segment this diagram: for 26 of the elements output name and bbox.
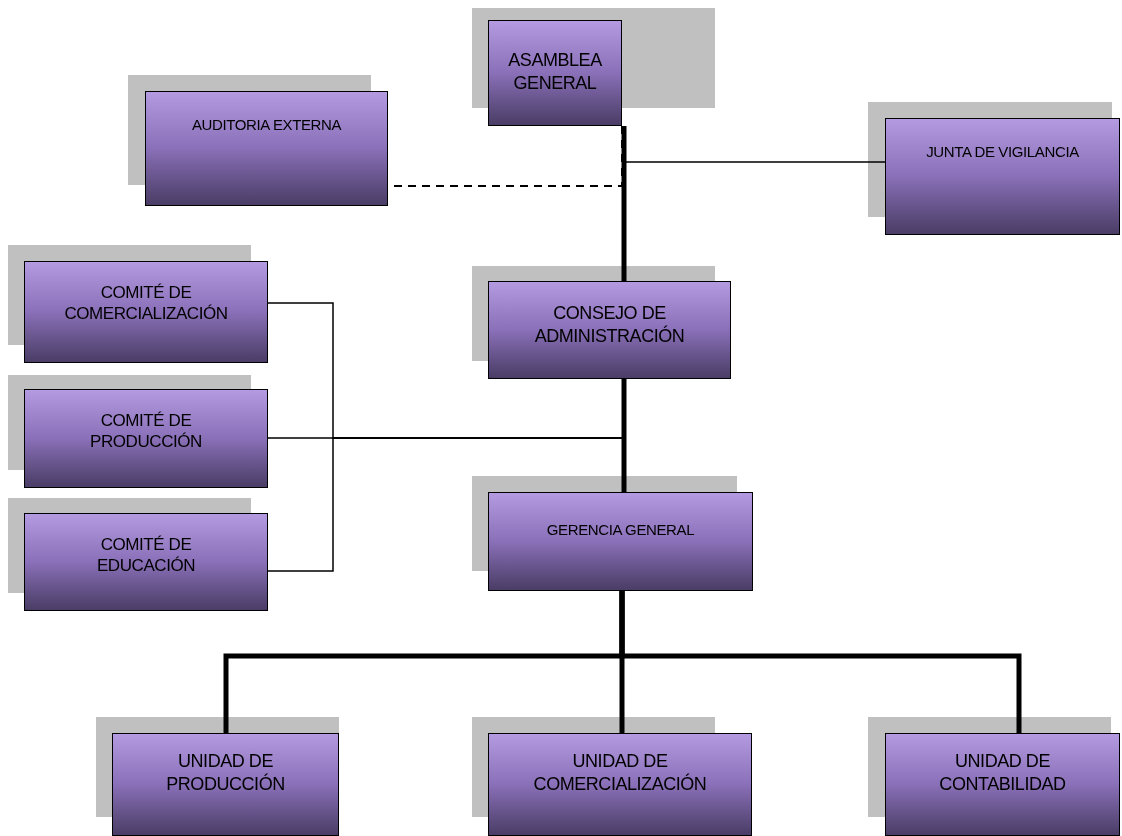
connector-line (623, 125, 886, 163)
org-unit-box (145, 91, 388, 206)
unit-name: COMITÉ DE EDUCACIÓN (95, 534, 197, 577)
org-unit-box (488, 492, 753, 591)
connector-line (619, 591, 1022, 733)
unit-name: UNIDAD DE COMERCIALIZACIÓN (532, 750, 708, 795)
org-unit-box (24, 261, 268, 363)
org-unit-box (885, 733, 1120, 836)
connector-line (621, 126, 627, 281)
unit-name: UNIDAD DE PRODUCCIÓN (165, 750, 286, 795)
org-unit-box (112, 733, 339, 836)
unit-name: COMITÉ DE COMERCIALIZACIÓN (63, 282, 229, 325)
org-unit-box (24, 513, 268, 611)
unit-name: COMITÉ DE PRODUCCIÓN (89, 410, 203, 453)
org-unit-box (488, 20, 622, 126)
unit-name: UNIDAD DE CONTABILIDAD (938, 750, 1067, 795)
unit-name: AUDITORIA EXTERNA (191, 116, 342, 135)
org-unit-box (885, 118, 1120, 235)
org-unit-box (24, 389, 268, 488)
unit-name: ASAMBLEA GENERAL (507, 49, 603, 94)
connector-line (621, 379, 627, 492)
org-unit-box (488, 281, 731, 379)
unit-name: JUNTA DE VIGILANCIA (926, 143, 1079, 162)
unit-name: GERENCIA GENERAL (546, 521, 695, 540)
org-unit-box (488, 733, 752, 836)
unit-name: CONSEJO DE ADMINISTRACIÓN (533, 302, 686, 347)
